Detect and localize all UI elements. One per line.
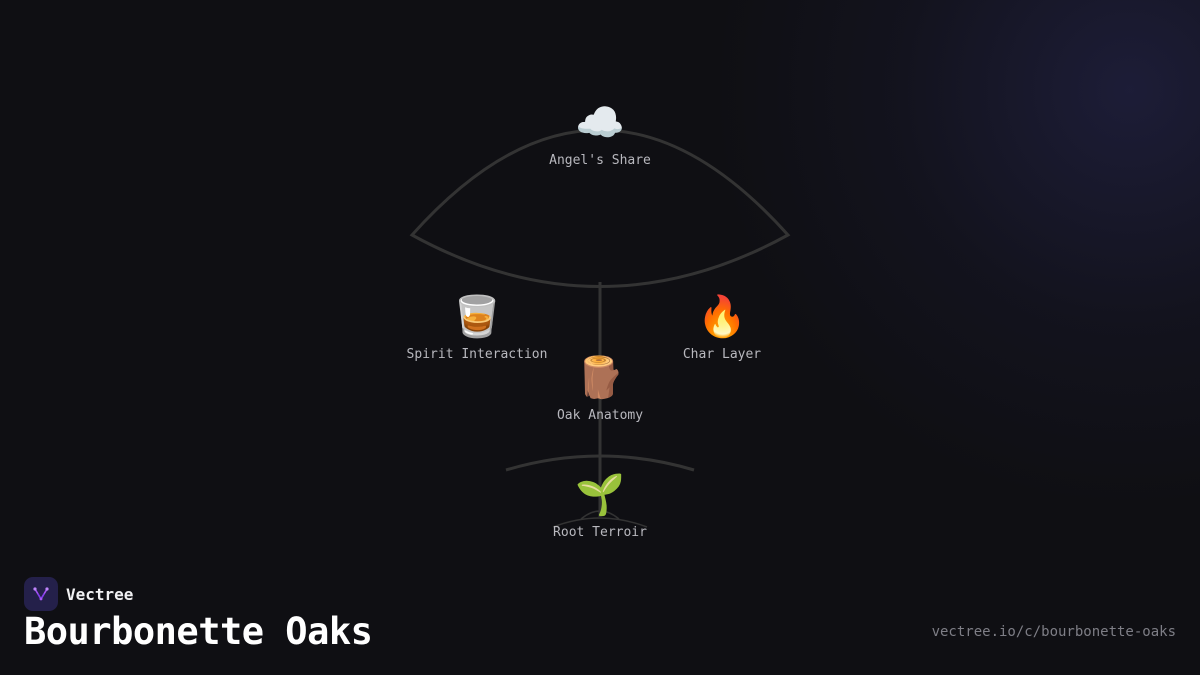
whiskey-glass-icon: 🥃 (452, 294, 502, 340)
seedling-icon: 🌱 (575, 472, 625, 518)
node-label-oak-anatomy: Oak Anatomy (556, 408, 644, 423)
ground-arc (505, 454, 695, 472)
node-oak-anatomy[interactable]: 🪵 Oak Anatomy (557, 354, 643, 423)
brand-name: Vectree (66, 584, 134, 604)
root-curve-inner (580, 510, 620, 520)
node-label-char-layer: Char Layer (682, 347, 762, 362)
node-root-terroir[interactable]: 🌱 Root Terroir (553, 471, 647, 540)
node-char-layer[interactable]: 🔥 Char Layer (683, 293, 761, 362)
canopy-outline (409, 128, 791, 288)
node-label-root-terroir: Root Terroir (553, 525, 647, 540)
vectree-logo-icon (24, 577, 58, 611)
node-spirit-interaction[interactable]: 🥃 Spirit Interaction (407, 293, 548, 362)
node-label-spirit-interaction: Spirit Interaction (406, 347, 548, 362)
node-angels-share[interactable]: ☁️ Angel's Share (549, 99, 651, 168)
node-label-angels-share: Angel's Share (549, 153, 651, 168)
root-curve-outer (552, 517, 648, 528)
wood-log-icon: 🪵 (575, 355, 625, 401)
page-title: Bourbonette Oaks (24, 610, 373, 653)
cloud-icon: ☁️ (575, 100, 625, 146)
fire-icon: 🔥 (697, 294, 747, 340)
brand[interactable]: Vectree (24, 577, 133, 611)
page-url[interactable]: vectree.io/c/bourbonette-oaks (931, 624, 1176, 640)
